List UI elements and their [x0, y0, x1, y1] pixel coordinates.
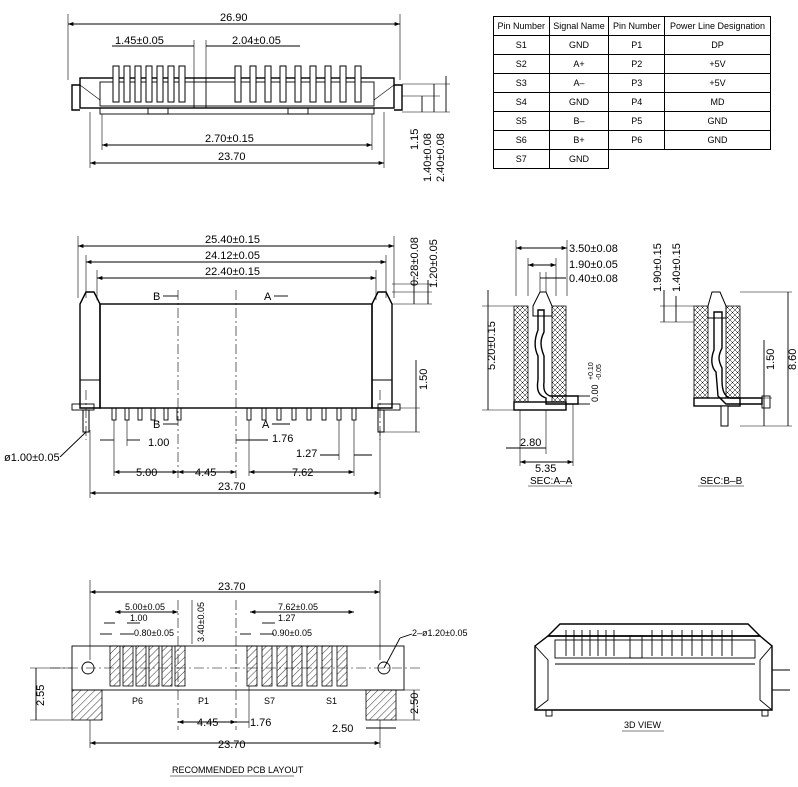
contacts-3d — [565, 630, 733, 656]
dim-front-v1: 0.28±0.08 — [409, 237, 421, 286]
dim-secb-v4: 8.60 — [787, 349, 798, 370]
dim-pcb-hole: 2–ø1.20±0.05 — [412, 628, 467, 638]
pin-table-header: Pin Number Signal Name Pin Number Power … — [493, 16, 771, 36]
dim-pcb-r1: 7.62±0.05 — [278, 602, 318, 612]
cell: GND — [664, 111, 771, 131]
dim-hole: ø1.00±0.05 — [4, 452, 60, 464]
label-p1: P1 — [198, 696, 209, 706]
table-row: S5 B– P5 GND — [493, 111, 771, 131]
dim-seca-d1: 3.50±0.08 — [569, 243, 618, 255]
caption-3d: 3D VIEW — [624, 720, 662, 730]
dim-pitch-1: 1.00 — [148, 437, 169, 449]
label-s7: S7 — [264, 696, 275, 706]
dim-pcb-width-bottom: 23.70 — [218, 739, 246, 751]
dim-h3: 2.40±0.08 — [435, 133, 447, 182]
section-b-b: 1.90±0.15 1.40±0.15 1.50 8.60 SEC:B–B — [652, 243, 798, 487]
dim-pcb-l4: 3.40±0.05 — [196, 602, 206, 642]
cell: S7 — [493, 149, 550, 169]
dim-h2: 1.40±0.08 — [422, 133, 434, 182]
cell: GND — [548, 149, 610, 169]
dim-secb-v1: 1.90±0.15 — [652, 243, 664, 292]
dim-pcb-h1: 2.55 — [35, 685, 47, 706]
table-row: S2 A+ P2 +5V — [493, 54, 771, 74]
dim-front-v3: 1.50 — [418, 369, 430, 390]
dim-pitch-right: 2.04±0.05 — [232, 35, 281, 47]
view-3d: 3D VIEW — [534, 623, 790, 732]
table-row: S7 GND — [493, 149, 771, 169]
caption-pcb: RECOMMENDED PCB LAYOUT — [172, 765, 304, 775]
section-b-top: B — [153, 291, 160, 303]
dim-pcb-l2: 1.00 — [130, 613, 148, 623]
dim-front-d2: 24.12±0.05 — [205, 250, 260, 262]
solder-pad-left — [71, 689, 103, 721]
top-view: 26.90 1.45±0.05 2.04±0.05 — [67, 12, 450, 182]
contacts-bottom — [111, 407, 357, 421]
dim-seca-h: 5.20±0.15 — [486, 321, 498, 370]
dim-h1: 1.15 — [409, 129, 421, 150]
dim-pitch-3: 1.27 — [296, 448, 317, 460]
dim-seca-t2: +0.10 — [588, 362, 595, 380]
dim-seca-w1: 2.80 — [520, 437, 541, 449]
dim-pcb-b1: 4.45 — [197, 717, 218, 729]
dim-pitch-left: 1.45±0.05 — [115, 35, 164, 47]
caption-sec-a: SEC:A–A — [530, 476, 573, 487]
dim-overall: 26.90 — [220, 12, 248, 24]
dim-pcb-b3: 2.50 — [332, 723, 353, 735]
dim-secb-v2: 1.40±0.15 — [671, 243, 683, 292]
solder-pad-right — [365, 689, 397, 721]
dim-seca-d2: 1.90±0.05 — [569, 259, 618, 271]
dim-front-v2: 1.20±0.05 — [428, 239, 440, 288]
contacts-top — [112, 65, 362, 103]
mounting-hole-left — [81, 661, 95, 675]
pad-row-left — [109, 645, 186, 687]
dim-pcb-h2: 2.50 — [409, 693, 421, 714]
dim-pcb-l3: 0.80±0.05 — [134, 628, 174, 638]
section-a-top: A — [264, 291, 272, 303]
front-view: 25.40±0.15 24.12±0.05 22.40±0.15 — [4, 234, 440, 498]
section-a-bottom: A — [262, 419, 270, 431]
dim-pcb-b2: 1.76 — [250, 717, 271, 729]
dim-seca-d3: 0.40±0.08 — [569, 273, 618, 285]
section-a-a: 3.50±0.08 1.90±0.05 0.40±0.08 5.20±0.15 … — [482, 240, 618, 487]
dim-pcb-r2: 1.27 — [278, 613, 296, 623]
dim-front-d3: 22.40±0.15 — [205, 266, 260, 278]
dim-width-front: 23.70 — [218, 481, 246, 493]
cell: A– — [548, 73, 610, 93]
label-p6: P6 — [132, 696, 143, 706]
pin-table: Pin Number Signal Name Pin Number Power … — [493, 16, 771, 169]
table-row: S4 GND P4 MD — [493, 92, 771, 112]
caption-sec-b: SEC:B–B — [700, 476, 743, 487]
mounting-hole-right — [377, 661, 391, 675]
cell: GND — [664, 130, 771, 150]
dim-inner: 2.70±0.15 — [205, 133, 254, 145]
dim-seca-t1: 0.00 — [590, 384, 600, 402]
dim-pcb-r3: 0.90±0.05 — [272, 628, 312, 638]
dim-seca-t3: -0.05 — [596, 364, 603, 380]
dim-pitch-4: 5.00 — [136, 467, 157, 479]
label-s1: S1 — [326, 696, 337, 706]
dim-pcb-width-top: 23.70 — [218, 581, 246, 593]
pad-row-right — [246, 645, 348, 687]
dim-front-d1: 25.40±0.15 — [205, 234, 260, 246]
dim-pitch-2: 1.76 — [272, 433, 293, 445]
dim-width-top: 23.70 — [218, 151, 246, 163]
dim-seca-w2: 5.35 — [535, 463, 556, 475]
dim-pcb-l1: 5.00±0.05 — [125, 602, 165, 612]
dim-secb-v3: 1.50 — [765, 349, 777, 370]
pcb-layout: 23.70 5.00±0.05 1.00 0.80±0.05 3.40±0.05… — [30, 580, 467, 777]
dim-pitch-6: 7.62 — [292, 467, 313, 479]
dim-pitch-5: 4.45 — [195, 467, 216, 479]
section-b-bottom: B — [153, 419, 160, 431]
